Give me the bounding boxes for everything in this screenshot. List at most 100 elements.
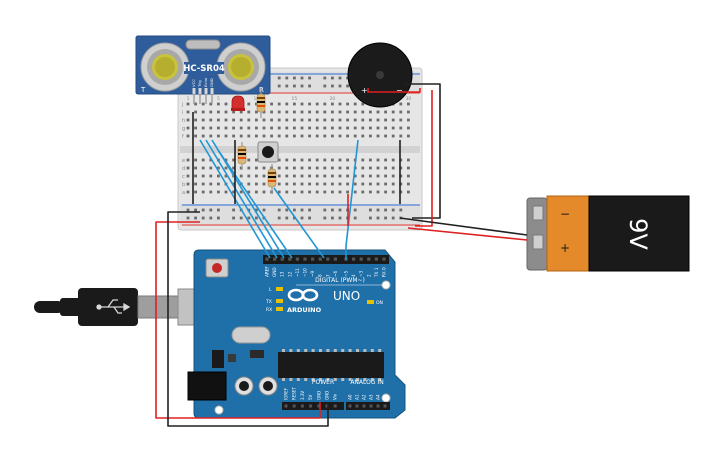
breadboard-hole xyxy=(353,182,357,186)
breadboard-hole xyxy=(232,182,235,186)
breadboard-hole xyxy=(391,174,395,178)
breadboard-hole xyxy=(194,190,197,194)
breadboard-hole xyxy=(331,174,334,178)
breadboard-hole xyxy=(338,182,342,186)
breadboard-hole xyxy=(323,102,327,106)
breadboard-hole xyxy=(262,118,266,122)
breadboard-hole xyxy=(391,166,395,170)
breadboard-hole xyxy=(285,126,289,130)
breadboard-hole xyxy=(346,174,349,178)
breadboard-hole xyxy=(308,110,311,114)
wire-sensor-echo xyxy=(205,139,278,259)
breadboard-hole xyxy=(194,182,197,186)
chip-pin xyxy=(319,378,322,381)
breadboard-hole xyxy=(361,190,365,194)
header-pin xyxy=(284,404,288,408)
breadboard-hole xyxy=(300,126,304,130)
breadboard-hole xyxy=(323,174,327,178)
rail-hole xyxy=(346,84,349,88)
breadboard-hole xyxy=(277,110,281,114)
breadboard-hole xyxy=(217,134,220,138)
breadboard-hole xyxy=(217,174,220,178)
breadboard-hole xyxy=(338,126,342,130)
rail-hole xyxy=(338,208,342,212)
breadboard-hole xyxy=(224,102,228,106)
breadboard-hole xyxy=(300,166,304,170)
chip-pin xyxy=(326,378,330,381)
breadboard-hole xyxy=(247,102,251,106)
breadboard-hole xyxy=(232,134,235,138)
header-pin xyxy=(352,257,356,261)
breadboard-hole xyxy=(376,110,380,114)
breadboard-hole xyxy=(384,126,387,130)
chip-pin xyxy=(282,378,285,381)
rail-hole xyxy=(293,216,296,220)
digital-pin-label: ~9 xyxy=(310,270,315,277)
row-letter: d xyxy=(182,166,185,172)
breadboard-hole xyxy=(293,158,296,162)
breadboard-hole xyxy=(201,126,205,130)
header-pin xyxy=(317,404,321,408)
wire-buzzer-signal xyxy=(345,139,359,260)
power-pin-label: 3.3V xyxy=(300,391,305,400)
breadboard-hole xyxy=(361,134,365,138)
digital-pin-label: ~6 xyxy=(333,270,338,277)
rail-hole xyxy=(232,216,235,220)
digital-pin-label: 8 xyxy=(318,274,323,277)
breadboard-hole xyxy=(331,190,334,194)
breadboard-hole xyxy=(201,166,205,170)
breadboard-hole xyxy=(224,134,228,138)
breadboard-hole xyxy=(262,110,266,114)
rail-hole xyxy=(277,76,281,80)
breadboard-hole xyxy=(270,110,273,114)
breadboard-hole xyxy=(209,166,213,170)
wire-gnd-to-rail xyxy=(167,211,329,427)
header-pin xyxy=(376,404,380,408)
rail-hole xyxy=(384,216,387,220)
breadboard-hole xyxy=(308,126,311,130)
breadboard-hole xyxy=(201,118,205,122)
rail-hole xyxy=(300,84,304,88)
breadboard-hole xyxy=(391,190,395,194)
arduino-infinity-logo xyxy=(287,288,319,302)
battery-minus-label: − xyxy=(560,207,570,221)
wire-button xyxy=(217,149,293,259)
rail-hole xyxy=(239,216,243,220)
analog-pin-label: A4 xyxy=(376,394,381,400)
breadboard-hole xyxy=(308,174,311,178)
breadboard-hole xyxy=(391,182,395,186)
breadboard-hole xyxy=(285,118,289,122)
breadboard-hole xyxy=(277,102,281,106)
breadboard-hole xyxy=(247,182,251,186)
power-pin-label: GND xyxy=(316,391,321,400)
breadboard-hole xyxy=(232,126,235,130)
breadboard-hole xyxy=(361,174,365,178)
chip-pin xyxy=(311,378,315,381)
breadboard-hole xyxy=(217,102,220,106)
power-pin-label: RESET xyxy=(292,387,297,400)
rail-hole xyxy=(217,208,220,212)
sensor-pin xyxy=(204,88,208,94)
piezo-buzzer: + − xyxy=(347,42,413,108)
row-letter: j xyxy=(181,102,183,108)
rail-hole xyxy=(353,216,357,220)
breadboard-hole xyxy=(293,134,296,138)
rail-hole xyxy=(331,216,334,220)
breadboard-hole xyxy=(391,158,395,162)
breadboard-hole xyxy=(262,134,266,138)
microcontroller-pins xyxy=(282,349,382,381)
breadboard-hole xyxy=(270,126,273,130)
breadboard-hole xyxy=(186,134,190,138)
rail-hole xyxy=(323,76,327,80)
breadboard-hole xyxy=(323,118,327,122)
breadboard-hole xyxy=(346,158,349,162)
breadboard-hole xyxy=(255,158,258,162)
breadboard-hole xyxy=(186,118,190,122)
breadboard-hole xyxy=(209,190,213,194)
breadboard-hole xyxy=(293,174,296,178)
breadboard-hole xyxy=(407,126,410,130)
rail-hole xyxy=(194,216,197,220)
breadboard-hole xyxy=(239,118,243,122)
rail-hole xyxy=(338,76,342,80)
